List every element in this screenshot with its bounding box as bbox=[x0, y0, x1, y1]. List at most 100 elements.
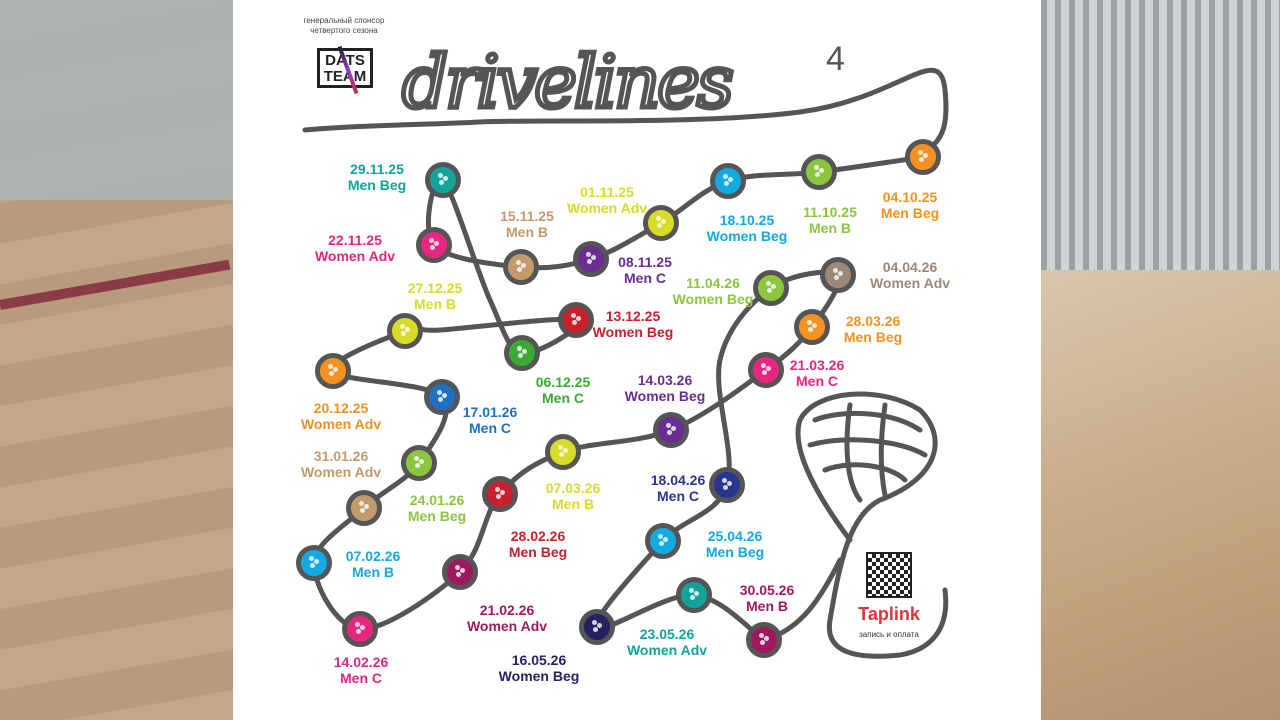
event-category: Women Adv bbox=[626, 642, 708, 658]
event-date: 23.05.26 bbox=[639, 626, 695, 642]
event-ball[interactable] bbox=[342, 611, 378, 647]
event-category: Men Beg bbox=[843, 329, 903, 345]
event-ball[interactable] bbox=[315, 353, 351, 389]
event-ball[interactable] bbox=[503, 249, 539, 285]
event-ball[interactable] bbox=[579, 609, 615, 645]
event-category: Men C bbox=[469, 420, 511, 436]
event-category: Women Adv bbox=[566, 200, 648, 216]
event-category: Women Beg bbox=[672, 291, 754, 307]
event-date: 15.11.25 bbox=[500, 208, 554, 224]
event-ball[interactable] bbox=[905, 139, 941, 175]
event-date: 24.01.26 bbox=[409, 492, 465, 508]
event-date: 20.12.25 bbox=[313, 400, 369, 416]
event-ball[interactable] bbox=[545, 434, 581, 470]
event-category: Women Adv bbox=[314, 248, 396, 264]
event-date: 07.03.26 bbox=[545, 480, 601, 496]
event-category: Women Beg bbox=[592, 324, 674, 340]
qr-code[interactable] bbox=[866, 552, 912, 598]
event-ball[interactable] bbox=[442, 554, 478, 590]
event-date: 17.01.26 bbox=[462, 404, 518, 420]
taplink-caption: запись и оплата bbox=[859, 630, 919, 639]
event-date: 31.01.26 bbox=[313, 448, 369, 464]
event-category: Men C bbox=[657, 488, 699, 504]
event-ball[interactable] bbox=[296, 545, 332, 581]
background-right bbox=[1041, 0, 1280, 720]
event-ball[interactable] bbox=[346, 490, 382, 526]
event-category: Men B bbox=[414, 296, 456, 312]
event-ball[interactable] bbox=[482, 476, 518, 512]
sponsor-caption-line: генеральный спонсор bbox=[303, 16, 385, 25]
event-category: Men Beg bbox=[705, 544, 765, 560]
event-ball[interactable] bbox=[401, 445, 437, 481]
event-ball[interactable] bbox=[709, 467, 745, 503]
event-date: 25.04.26 bbox=[707, 528, 763, 544]
event-date: 27.12.25 bbox=[407, 280, 463, 296]
event-category: Men C bbox=[623, 270, 666, 286]
event-date: 22.11.25 bbox=[328, 232, 382, 248]
event-date: 18.10.25 bbox=[719, 212, 775, 228]
event-date: 01.11.25 bbox=[580, 184, 634, 200]
season-number: 4 bbox=[826, 40, 845, 78]
event-ball[interactable] bbox=[676, 577, 712, 613]
taplink-label[interactable]: Taplink bbox=[858, 604, 920, 624]
event-date: 18.04.26 bbox=[650, 472, 706, 488]
event-ball[interactable] bbox=[573, 241, 609, 277]
event-date: 11.10.25 bbox=[803, 204, 857, 220]
event-ball[interactable] bbox=[558, 302, 594, 338]
event-ball[interactable] bbox=[801, 154, 837, 190]
event-date: 16.05.26 bbox=[511, 652, 567, 668]
event-category: Men Beg bbox=[407, 508, 467, 524]
event-ball[interactable] bbox=[748, 352, 784, 388]
event-category: Men C bbox=[796, 373, 838, 389]
event-ball[interactable] bbox=[387, 313, 423, 349]
racket-icon bbox=[795, 391, 949, 659]
event-ball[interactable] bbox=[746, 622, 782, 658]
event-category: Women Adv bbox=[466, 618, 548, 634]
event-date: 04.10.25 bbox=[882, 189, 938, 205]
event-category: Women Beg bbox=[498, 668, 580, 684]
event-ball[interactable] bbox=[424, 379, 460, 415]
event-category: Women Beg bbox=[624, 388, 706, 404]
event-date: 28.03.26 bbox=[845, 313, 901, 329]
event-ball[interactable] bbox=[820, 257, 856, 293]
event-category: Men B bbox=[808, 220, 851, 236]
event-date: 14.03.26 bbox=[637, 372, 693, 388]
event-ball[interactable] bbox=[710, 163, 746, 199]
event-date: 21.02.26 bbox=[479, 602, 535, 618]
event-date: 21.03.26 bbox=[789, 357, 845, 373]
event-ball[interactable] bbox=[643, 205, 679, 241]
event-ball[interactable] bbox=[794, 309, 830, 345]
event-date: 04.04.26 bbox=[882, 259, 938, 275]
event-ball[interactable] bbox=[425, 162, 461, 198]
event-category: Men B bbox=[746, 598, 788, 614]
event-ball[interactable] bbox=[653, 412, 689, 448]
event-ball[interactable] bbox=[416, 227, 452, 263]
event-ball[interactable] bbox=[504, 335, 540, 371]
event-date: 13.12.25 bbox=[605, 308, 661, 324]
event-category: Men B bbox=[552, 496, 594, 512]
event-ball[interactable] bbox=[645, 523, 681, 559]
event-category: Men C bbox=[542, 390, 584, 406]
event-category: Women Adv bbox=[300, 416, 382, 432]
event-ball[interactable] bbox=[753, 270, 789, 306]
